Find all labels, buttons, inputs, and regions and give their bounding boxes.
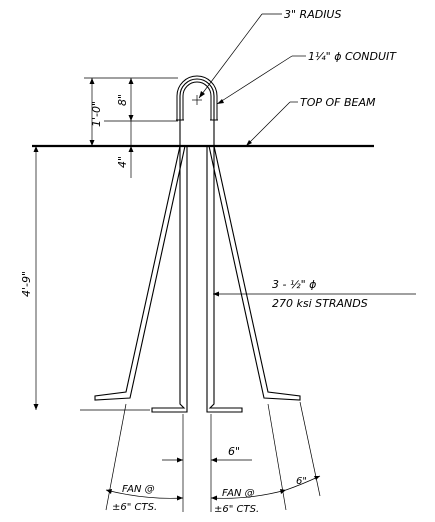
radius-label: 3" RADIUS — [284, 8, 341, 21]
top-of-beam-callout — [245, 101, 298, 147]
dim-8in-label: 8" — [116, 94, 129, 106]
radius-callout — [198, 13, 282, 99]
fanned-strands — [94, 145, 301, 401]
right-fan-arc — [210, 401, 321, 511]
strand-loop — [179, 78, 215, 146]
left-fan-arc — [105, 403, 184, 511]
right-fan-6in-label: 6" — [296, 476, 307, 487]
left-fan-label-line1: FAN @ — [122, 484, 155, 495]
conduit-label: 1¼" ϕ CONDUIT — [308, 50, 397, 63]
vertical-dimensions — [33, 77, 178, 411]
dim-4in-label: 4" — [116, 156, 129, 168]
left-fan-label-line2: ±6" CTS. — [112, 502, 157, 513]
conduit — [176, 75, 218, 121]
strands-callout — [213, 291, 416, 297]
strands-label-line1: 3 - ½" ϕ — [272, 278, 316, 291]
center-spacing-label: 6" — [228, 445, 240, 458]
strands-label-line2: 270 ksi STRANDS — [272, 297, 368, 310]
center-spacing-dimension — [162, 414, 252, 512]
dim-1ft-label: 1'-0" — [90, 101, 103, 127]
right-fan-label-line1: FAN @ — [222, 488, 255, 499]
conduit-callout — [216, 55, 306, 105]
dim-4ft9in-label: 4'-9" — [20, 271, 33, 297]
right-fan-label-line2: ±6" CTS. — [214, 504, 259, 515]
top-of-beam-label: TOP OF BEAM — [300, 96, 376, 109]
center-strands — [151, 146, 243, 413]
